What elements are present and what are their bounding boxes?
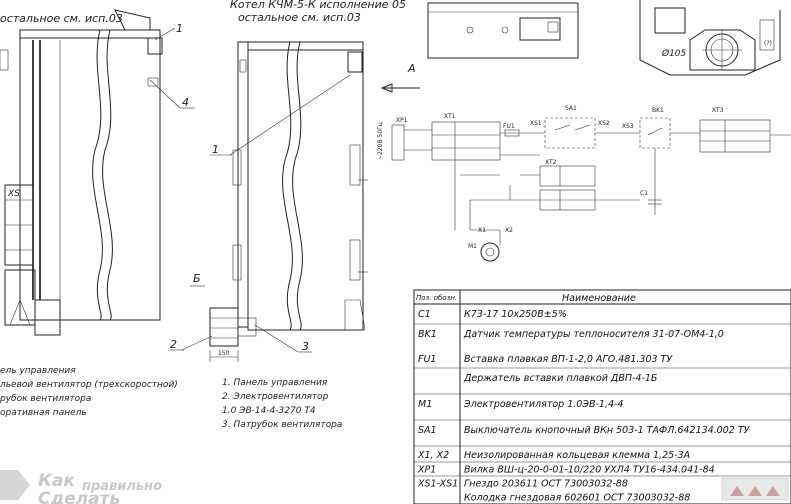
watermark-text-1: Как (38, 471, 75, 491)
components-table: Поз. обозн. Наименование C1 К73-17 10х250… (413, 289, 791, 504)
table-cell-name: Неизолированная кольцевая клемма 1,25-3А (464, 450, 690, 461)
label-bk1: BK1 (652, 107, 664, 114)
label-c1: C1 (640, 190, 648, 197)
mid-header-note-1: Котел КЧМ-5-К исполнение 05 (230, 0, 406, 11)
table-cell-pos: X1, X2 (417, 450, 449, 461)
left-boiler-drawing: остальное см. исп.03 ХS 1 4 ель управлен… (0, 9, 195, 418)
label-x1: X1 (478, 227, 486, 234)
callout-1-mid: 1 (212, 143, 219, 156)
dim-d105: Ø105 (661, 48, 687, 59)
legend-mid-1: 1. Панель управления (222, 378, 328, 388)
table-cell-name: Датчик температуры теплоносителя 31-07-О… (463, 329, 724, 340)
callout-2: 2 (170, 338, 177, 351)
table-cell-name: Вставка плавкая ВП-1-2,0 АГО.481.303 ТУ (464, 354, 673, 365)
section-mark-b: Б (193, 272, 201, 285)
left-label-xs: ХS (7, 189, 20, 199)
label-xs1: XS1 (530, 120, 542, 127)
table-cell-name: Держатель вставки плавкой ДВП-4-1Б (463, 373, 658, 384)
electrical-schematic: ~220В 50Гц XP1 XT1 FU1 XS1 SA1 XS2 XS3 B… (377, 105, 791, 262)
watermark-text-2: правильно (82, 479, 162, 494)
label-sa1: SA1 (565, 105, 577, 112)
callout-1-top: 1 (176, 22, 183, 35)
table-cell-name: Колодка гнездовая 602601 ОСТ 73003032-88 (464, 493, 690, 504)
corner-logo (721, 477, 789, 501)
legend-left-2: льевой вентилятор (трехскоростной) (0, 380, 178, 390)
table-cell-pos: FU1 (418, 354, 436, 365)
mid-header-note-2: остальное см. исп.03 (238, 11, 361, 24)
legend-left-3: рубок вентилятора (0, 394, 91, 404)
label-xt2: XT2 (545, 159, 557, 166)
table-rows: C1 К73-17 10х250В±5% BK1 Датчик температуры… (414, 309, 791, 504)
callout-3: 3 (302, 340, 309, 353)
legend-left-1: ель управления (0, 366, 76, 376)
table-cell-name: Вилка ВШ-ц-20-0-01-10/220 УХЛ4 ТУ16-434.… (464, 465, 715, 476)
label-x2: X2 (505, 227, 513, 234)
label-fu1: FU1 (503, 123, 515, 130)
supply-label: ~220В 50Гц (377, 122, 384, 160)
table-cell-name: Гнездо 203611 ОСТ 73003032-88 (464, 479, 628, 490)
table-header-name: Наименование (562, 293, 636, 304)
legend-mid-3: 1.0 ЭВ-14-4-3270 Т4 (222, 406, 316, 416)
label-xt1: XT1 (444, 113, 456, 120)
label-xp1: XP1 (396, 117, 408, 124)
legend-left-4: оративная панель (0, 408, 87, 418)
watermark-text-3: Сделать (38, 489, 120, 504)
dim-150: 150 (218, 350, 230, 357)
table-cell-name: Выключатель кнопочный ВКн 503-1 ТАФЛ.642… (464, 425, 751, 436)
table-cell-pos: XP1 (417, 465, 436, 476)
label-xt3: XT3 (712, 107, 724, 114)
legend-mid-2: 2. Электровентилятор (222, 392, 329, 402)
table-header-pos: Поз. обозн. (416, 294, 457, 302)
label-m1: M1 (468, 243, 477, 250)
middle-boiler-drawing: Котел КЧМ-5-К исполнение 05 остальное см… (168, 0, 420, 430)
label-xs2: XS2 (598, 120, 610, 127)
label-xs3: XS3 (622, 123, 634, 130)
table-cell-pos: BK1 (418, 329, 437, 340)
table-cell-pos: M1 (418, 399, 432, 410)
table-cell-name: К73-17 10х250В±5% (464, 309, 567, 320)
table-cell-pos: C1 (418, 309, 431, 320)
callout-4: 4 (182, 96, 189, 109)
table-cell-pos: SA1 (418, 425, 437, 436)
dim-vertical-label: (?) (764, 40, 772, 47)
left-header-note: остальное см. исп.03 (0, 12, 123, 25)
view-mark-a: А (407, 62, 416, 75)
legend-mid-4: 3. Патрубок вентилятора (222, 420, 342, 430)
table-cell-name: Электровентилятор 1.0ЭВ-1,4-4 (463, 399, 623, 410)
table-cell-pos: XS1-XS1 (417, 479, 458, 490)
watermark-logo: Как правильно Сделать (0, 470, 162, 504)
top-panel-views: (?) Ø105 (427, 0, 781, 76)
